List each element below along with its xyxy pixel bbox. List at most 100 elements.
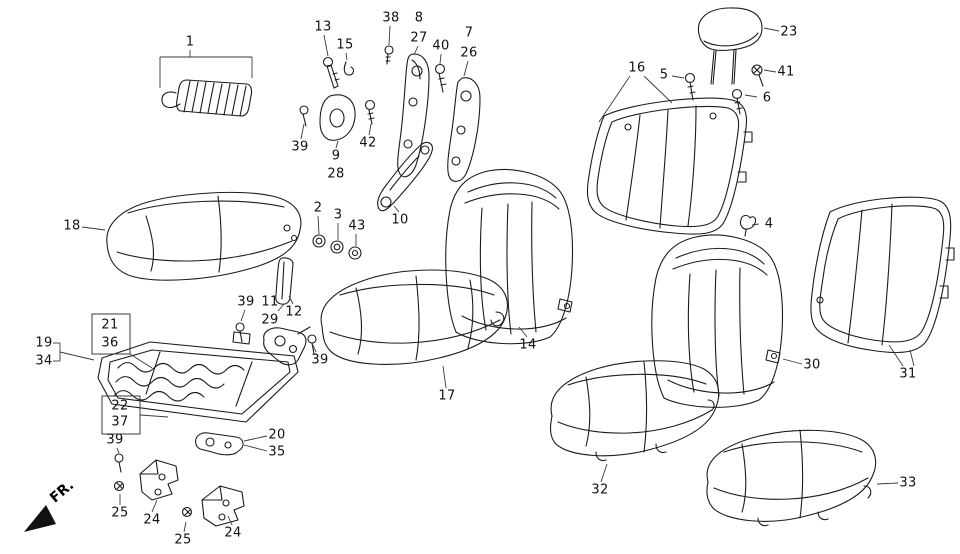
callout-30: 30 (803, 357, 821, 373)
leader-line-38 (388, 25, 391, 46)
callout-2: 2 (313, 200, 323, 216)
callout-3: 3 (333, 207, 343, 223)
callout-box-22 (101, 395, 141, 435)
callout-39: 39 (291, 139, 309, 155)
callout-41: 41 (777, 64, 795, 80)
callout-5: 5 (659, 67, 669, 83)
callout-22: 22 (111, 398, 129, 414)
callout-4: 4 (764, 216, 774, 232)
leader-line-26 (463, 60, 469, 77)
callout-box-21 (91, 313, 131, 355)
seat-frame-parts-19-34-drawing (97, 331, 299, 423)
bolt-part-40-drawing (434, 63, 447, 93)
clip-part-25-right-drawing (181, 506, 193, 518)
callout-25: 25 (111, 505, 129, 521)
callout-6: 6 (762, 90, 772, 106)
callout-36: 36 (101, 335, 119, 351)
leader-line-15 (345, 52, 348, 61)
spring-part-1-drawing (161, 79, 253, 117)
bracket-part-24-left-drawing (139, 459, 179, 501)
callout-39: 39 (106, 432, 124, 448)
callout-15: 15 (336, 37, 354, 53)
callout-23: 23 (780, 24, 798, 40)
callout-39: 39 (311, 352, 329, 368)
callout-24: 24 (143, 512, 161, 528)
bolt-part-41-drawing (751, 64, 764, 87)
leader-line-39 (312, 344, 317, 353)
callout-29: 29 (261, 312, 279, 328)
leader-line-22 (139, 414, 169, 418)
callout-37: 37 (111, 414, 129, 430)
bracket-part-24-right-drawing (201, 485, 245, 527)
leader-line-39 (240, 309, 246, 322)
pillar-parts-11-12-29-drawing (263, 257, 311, 366)
leader-line-25 (183, 521, 187, 533)
leader-line-31 (888, 344, 904, 367)
bracket-parts-20-35-drawing (195, 432, 244, 456)
screw-part-38-drawing (384, 45, 394, 65)
leader-line-39 (300, 123, 305, 140)
clip-part-4-drawing (739, 215, 757, 237)
callout-19: 19 (35, 335, 53, 351)
callout-21: 21 (101, 317, 119, 333)
callout-40: 40 (432, 38, 450, 54)
seat-back-frame-part-16-drawing (586, 97, 753, 235)
fr-arrow-icon (24, 505, 56, 532)
callout-16: 16 (628, 60, 646, 76)
callout-38: 38 (382, 10, 400, 26)
grommet-parts-2-3-43-drawing (312, 234, 362, 260)
seat-cushion-part-18-drawing (106, 191, 302, 281)
callout-42: 42 (359, 135, 377, 151)
callout-13: 13 (314, 19, 332, 35)
screw-part-42-drawing (364, 99, 376, 125)
leader-line-34 (59, 351, 95, 361)
leader-line-39 (116, 447, 120, 454)
callout-7: 7 (464, 25, 474, 41)
callout-9: 9 (331, 148, 341, 164)
callout-14: 14 (519, 337, 537, 353)
leader-line-33 (876, 482, 899, 485)
callout-31: 31 (899, 366, 917, 382)
leader-line-18 (81, 226, 106, 231)
leader-line-21 (129, 353, 153, 369)
leader-line-20 (243, 435, 268, 442)
callout-28: 28 (327, 166, 345, 182)
callout-35: 35 (268, 444, 286, 460)
callout-39: 39 (237, 294, 255, 310)
recliner-bracket-parts-7-26-drawing (447, 77, 481, 182)
leader-line-24 (227, 515, 233, 526)
leader-line-35 (243, 444, 268, 452)
leader-line-16 (643, 75, 673, 104)
leader-line-42 (368, 123, 372, 136)
callout-34: 34 (35, 353, 53, 369)
leader-line-13 (323, 34, 329, 57)
leader-line-28 (335, 140, 339, 149)
callout-8: 8 (414, 10, 424, 26)
seat-cushion-part-32-drawing (549, 360, 720, 462)
callout-25: 25 (174, 532, 192, 548)
leader-line-27 (413, 45, 419, 56)
bolt-part-13-drawing (322, 56, 340, 89)
callout-32: 32 (591, 482, 609, 498)
leader-line-12 (288, 295, 294, 305)
leader-line-23 (763, 27, 780, 32)
leader-line-16 (598, 75, 631, 123)
hook-part-15-drawing (343, 61, 354, 76)
callout-17: 17 (438, 388, 456, 404)
leader-line-30 (782, 358, 803, 365)
screw-part-39-bottom-drawing (114, 453, 124, 473)
callout-33: 33 (899, 475, 917, 491)
recliner-plate-parts-8-27-drawing (397, 53, 430, 178)
leader-line-10 (393, 205, 400, 213)
recliner-arm-part-10-drawing (377, 141, 433, 212)
leader-line-31 (909, 349, 915, 367)
callout-10: 10 (391, 212, 409, 228)
seat-back-part-14-drawing (445, 168, 574, 345)
callout-20: 20 (268, 427, 286, 443)
leader-line-6 (744, 94, 758, 98)
seat-back-frame-part-31-drawing (810, 196, 955, 354)
callout-26: 26 (460, 45, 478, 61)
leader-line-32 (600, 463, 608, 483)
bolt-part-5-drawing (684, 72, 696, 101)
